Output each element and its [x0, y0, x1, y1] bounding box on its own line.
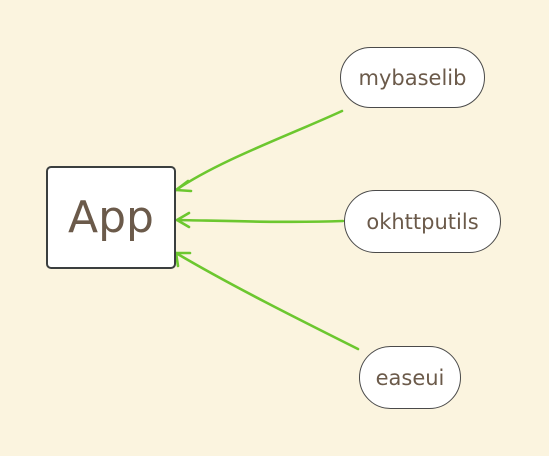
node-mybaselib[interactable]: mybaselib	[340, 47, 485, 108]
node-okhttputils-label: okhttputils	[366, 209, 479, 234]
node-app[interactable]: App	[46, 166, 176, 269]
node-okhttputils[interactable]: okhttputils	[344, 190, 501, 253]
edge-easeui-to-app	[174, 251, 360, 351]
node-app-label: App	[68, 192, 154, 243]
arrowhead-easeui	[174, 251, 192, 268]
node-easeui[interactable]: easeui	[359, 346, 461, 409]
arrowhead-okhttputils	[175, 211, 191, 229]
node-mybaselib-label: mybaselib	[358, 65, 467, 90]
edge-mybaselib-to-app	[174, 109, 344, 192]
edge-okhttputils-to-app	[175, 218, 345, 224]
node-easeui-label: easeui	[375, 365, 445, 390]
arrowhead-mybaselib	[174, 179, 193, 193]
